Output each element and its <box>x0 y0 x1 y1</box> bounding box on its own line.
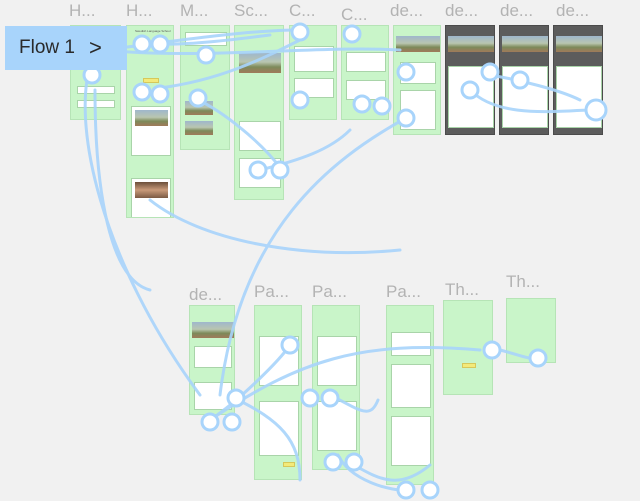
hotspot-node[interactable] <box>462 82 478 98</box>
connector <box>234 398 300 480</box>
hotspot-node[interactable] <box>292 24 308 40</box>
hotspot-node[interactable] <box>374 98 390 114</box>
flow-arrow-icon: > <box>89 35 102 61</box>
hotspot-node[interactable] <box>484 342 500 358</box>
hotspot-node[interactable] <box>325 454 341 470</box>
hotspot-node[interactable] <box>202 414 218 430</box>
connector <box>354 465 430 480</box>
hotspot-node[interactable] <box>198 47 214 63</box>
connector <box>85 60 200 395</box>
connector <box>198 100 282 170</box>
connector <box>220 118 406 395</box>
flow-start-badge[interactable]: Flow 1 > <box>5 26 127 70</box>
hotspot-node[interactable] <box>134 84 150 100</box>
hotspot-node[interactable] <box>512 72 528 88</box>
hotspot-node[interactable] <box>530 350 546 366</box>
hotspot-node[interactable] <box>398 482 414 498</box>
hotspot-node[interactable] <box>190 90 206 106</box>
connector <box>210 348 480 420</box>
hotspot-node[interactable] <box>292 92 308 108</box>
hotspot-node[interactable] <box>346 454 362 470</box>
hotspot-node[interactable] <box>586 100 606 120</box>
connector <box>160 40 300 88</box>
hotspot-node[interactable] <box>322 390 338 406</box>
hotspot-node[interactable] <box>134 36 150 52</box>
hotspot-node[interactable] <box>398 64 414 80</box>
hotspot-node[interactable] <box>302 390 318 406</box>
hotspot-node[interactable] <box>482 64 498 80</box>
hotspot-node[interactable] <box>250 162 266 178</box>
connector <box>490 75 580 100</box>
hotspot-node[interactable] <box>152 36 168 52</box>
hotspot-node[interactable] <box>354 96 370 112</box>
hotspot-node[interactable] <box>152 86 168 102</box>
hotspot-node[interactable] <box>228 390 244 406</box>
hotspot-node[interactable] <box>224 414 240 430</box>
hotspot-node[interactable] <box>282 337 298 353</box>
connector <box>470 90 595 112</box>
connector <box>150 200 400 253</box>
hotspot-node[interactable] <box>344 26 360 42</box>
hotspot-node[interactable] <box>272 162 288 178</box>
hotspot-node[interactable] <box>422 482 438 498</box>
hotspot-node[interactable] <box>398 110 414 126</box>
flow-label: Flow 1 <box>19 37 75 59</box>
